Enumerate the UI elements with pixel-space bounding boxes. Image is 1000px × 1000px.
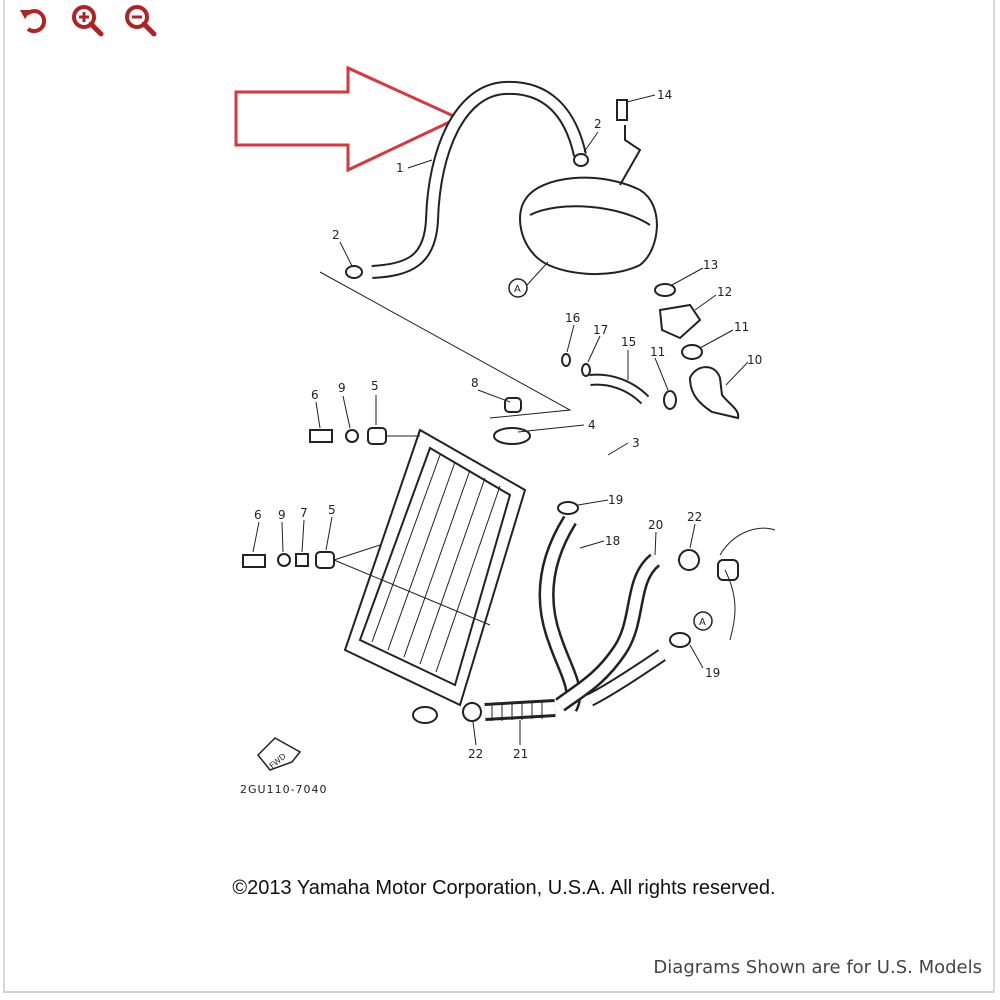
callout-17: 17 (593, 323, 608, 337)
callout-15: 15 (621, 335, 636, 349)
callout-22: 22 (468, 747, 483, 761)
callout-6: 6 (311, 388, 319, 402)
radiator-parts-diagram: 14 2 1 2 13 12 16 17 15 11 11 10 8 6 9 5… (234, 65, 776, 796)
ref-a-label: A (699, 617, 706, 628)
callout-5: 5 (371, 379, 379, 393)
models-note: Diagrams Shown are for U.S. Models (653, 957, 982, 978)
zoom-in-icon (72, 5, 104, 37)
callout-11: 11 (734, 320, 749, 334)
diagram-viewer (3, 0, 995, 993)
reservoir-tank (519, 176, 658, 275)
reset-rotate-button[interactable] (17, 2, 53, 38)
callout-20: 20 (648, 518, 663, 532)
callout-11: 11 (650, 345, 665, 359)
callout-22: 22 (687, 510, 702, 524)
callout-19: 19 (705, 666, 720, 680)
callout-2: 2 (594, 117, 602, 131)
rotate-ccw-icon (20, 9, 47, 34)
callout-13: 13 (703, 258, 718, 272)
callout-14: 14 (657, 88, 672, 102)
callout-5: 5 (328, 503, 336, 517)
ref-a-label: A (514, 284, 521, 295)
hose-1 (371, 80, 587, 279)
highlight-arrow (234, 65, 462, 173)
callout-19: 19 (608, 493, 623, 507)
zoom-in-button[interactable] (69, 2, 105, 38)
callout-16: 16 (565, 311, 580, 325)
callout-18: 18 (605, 534, 620, 548)
copyright-text: ©2013 Yamaha Motor Corporation, U.S.A. A… (232, 877, 776, 899)
callout-6: 6 (254, 508, 262, 522)
callout-4: 4 (588, 418, 596, 432)
fwd-arrow-icon (256, 737, 302, 771)
callout-9: 9 (338, 381, 346, 395)
callout-9: 9 (278, 508, 286, 522)
radiator (343, 428, 527, 707)
callout-2: 2 (332, 228, 340, 242)
callout-10: 10 (747, 353, 762, 367)
zoom-out-button[interactable] (122, 2, 158, 38)
callout-21: 21 (513, 747, 528, 761)
callout-7: 7 (300, 506, 308, 520)
callout-1: 1 (396, 161, 404, 175)
callout-12: 12 (717, 285, 732, 299)
callout-3: 3 (632, 436, 640, 450)
callout-8: 8 (471, 376, 479, 390)
diagram-code: 2GU110-7040 (240, 783, 328, 796)
zoom-out-icon (125, 5, 157, 37)
